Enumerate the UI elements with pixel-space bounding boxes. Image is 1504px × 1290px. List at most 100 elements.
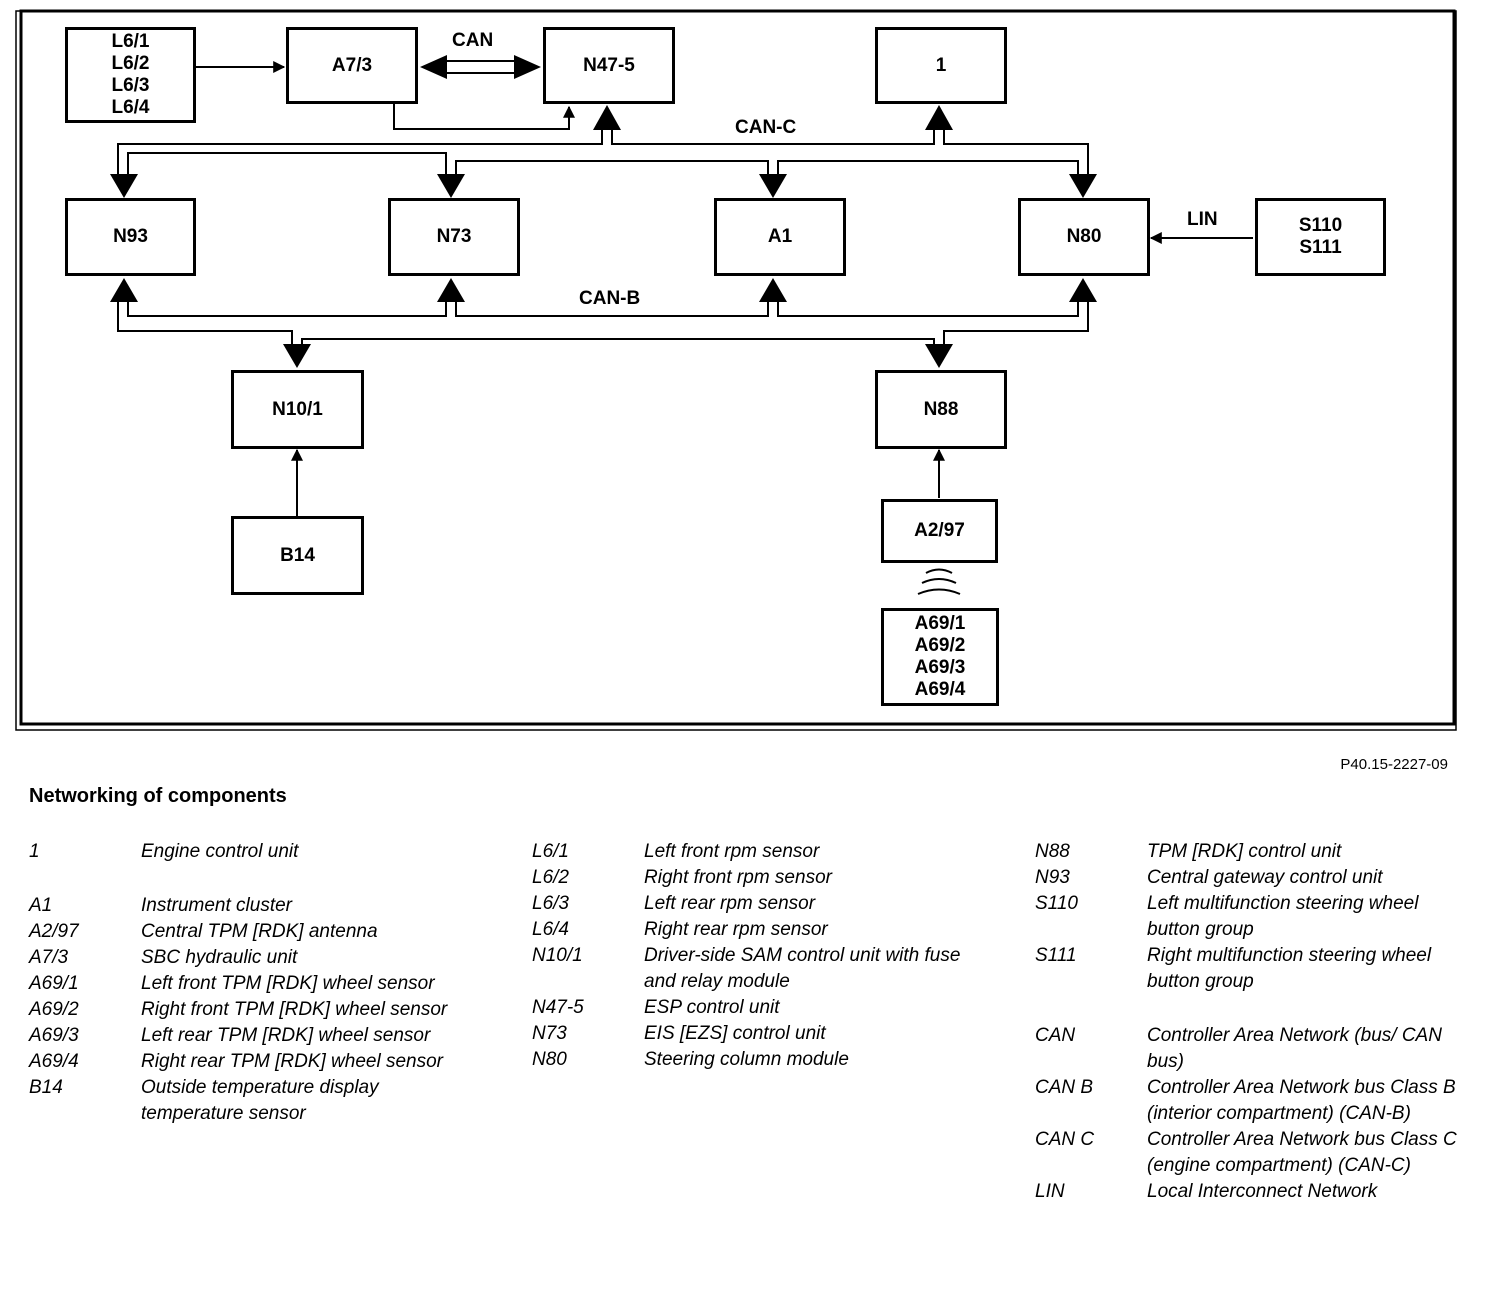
can-c-bus bbox=[117, 128, 1089, 176]
block-n88: N88 bbox=[875, 370, 1007, 449]
legend-item: LIN Local Interconnect Network bbox=[1035, 1179, 1475, 1205]
legend-code: S111 bbox=[1035, 945, 1077, 966]
legend-code: L6/1 bbox=[532, 841, 569, 862]
legend-code: A69/2 bbox=[29, 999, 79, 1020]
legend-desc: Controller Area Network (bus/ CAN bus) bbox=[1147, 1025, 1442, 1072]
lin-label: LIN bbox=[1187, 209, 1218, 230]
legend-item: A69/1 Left front TPM [RDK] wheel sensor bbox=[29, 971, 459, 997]
block-a7-3: A7/3 bbox=[286, 27, 418, 104]
legend-desc: Right multifunction steering wheel butto… bbox=[1147, 945, 1432, 992]
block-label: N47-5 bbox=[583, 54, 635, 76]
block-n47-5: N47-5 bbox=[543, 27, 675, 104]
block-label: A69/2 bbox=[914, 635, 966, 656]
legend-code: A2/97 bbox=[29, 921, 79, 942]
can-c-arrowheads bbox=[110, 105, 1097, 198]
legend-desc: Left front rpm sensor bbox=[644, 841, 820, 862]
block-label: S111 bbox=[1299, 237, 1342, 258]
can-b-arrowheads bbox=[110, 278, 1097, 368]
legend-item: L6/3 Left rear rpm sensor bbox=[532, 891, 962, 917]
block-label: N88 bbox=[923, 398, 959, 420]
block-label: N80 bbox=[1066, 226, 1102, 247]
block-n73: N73 bbox=[388, 198, 520, 276]
signal-lines bbox=[196, 61, 1253, 516]
legend-code: N80 bbox=[532, 1049, 567, 1070]
legend-item: L6/4 Right rear rpm sensor bbox=[532, 917, 962, 943]
legend-desc: Right rear TPM [RDK] wheel sensor bbox=[141, 1051, 443, 1072]
legend-desc: Left multifunction steering wheel button… bbox=[1147, 893, 1419, 940]
block-a1: A1 bbox=[714, 198, 846, 276]
block-s110-s111: S110 S111 bbox=[1255, 198, 1386, 276]
legend-title: Networking of components bbox=[29, 785, 287, 807]
legend-code: L6/2 bbox=[532, 867, 569, 888]
can-b-bus bbox=[117, 300, 1089, 346]
legend-desc: Steering column module bbox=[644, 1049, 849, 1070]
can-label: CAN bbox=[452, 30, 494, 51]
legend-desc: ESP control unit bbox=[644, 997, 780, 1018]
block-n80: N80 bbox=[1018, 198, 1150, 276]
legend-desc: Right front TPM [RDK] wheel sensor bbox=[141, 999, 448, 1020]
block-a2-97: A2/97 bbox=[881, 499, 998, 563]
legend-desc: Central TPM [RDK] antenna bbox=[141, 921, 378, 942]
can-link bbox=[420, 55, 541, 79]
block-label: L6/1 bbox=[111, 31, 150, 52]
legend-item: B14 Outside temperature display temperat… bbox=[29, 1075, 459, 1127]
legend-code: N73 bbox=[532, 1023, 567, 1044]
legend-code: L6/4 bbox=[532, 919, 569, 940]
legend-code: A69/1 bbox=[29, 973, 79, 994]
legend-item: N88 TPM [RDK] control unit bbox=[1035, 839, 1475, 865]
legend-item: A69/4 Right rear TPM [RDK] wheel sensor bbox=[29, 1049, 459, 1075]
legend-desc: Engine control unit bbox=[141, 841, 299, 862]
legend-desc: Instrument cluster bbox=[141, 895, 292, 916]
legend-column-3: N88 TPM [RDK] control unit N93 Central g… bbox=[1035, 839, 1475, 1205]
legend-item: A7/3 SBC hydraulic unit bbox=[29, 945, 459, 971]
legend-code: N93 bbox=[1035, 867, 1070, 888]
legend-code: LIN bbox=[1035, 1181, 1065, 1202]
can-c-label: CAN-C bbox=[735, 117, 797, 138]
block-label: L6/4 bbox=[111, 97, 150, 118]
legend-item: S111 Right multifunction steering wheel … bbox=[1035, 943, 1475, 995]
legend-item: A69/3 Left rear TPM [RDK] wheel sensor bbox=[29, 1023, 459, 1049]
legend-code: B14 bbox=[29, 1077, 63, 1098]
legend-desc: Driver-side SAM control unit with fuse a… bbox=[644, 945, 961, 992]
legend-desc: Right rear rpm sensor bbox=[644, 919, 828, 940]
legend-desc: SBC hydraulic unit bbox=[141, 947, 298, 968]
legend-code: A69/3 bbox=[29, 1025, 79, 1046]
legend-code: A69/4 bbox=[29, 1051, 79, 1072]
block-label: L6/2 bbox=[111, 53, 150, 74]
block-b14: B14 bbox=[231, 516, 364, 595]
block-label: A7/3 bbox=[331, 54, 373, 76]
legend-desc: Left rear rpm sensor bbox=[644, 893, 816, 914]
legend-column-2: L6/1 Left front rpm sensor L6/2 Right fr… bbox=[532, 839, 962, 1073]
block-engine-control-unit: 1 bbox=[875, 27, 1007, 104]
block-label: S110 bbox=[1298, 215, 1343, 236]
legend-code: S110 bbox=[1035, 893, 1078, 914]
legend-column-1: 1 Engine control unit A1 Instrument clus… bbox=[29, 839, 459, 1127]
block-label: 1 bbox=[935, 54, 947, 76]
legend-desc: EIS [EZS] control unit bbox=[644, 1023, 826, 1044]
legend-item: N80 Steering column module bbox=[532, 1047, 962, 1073]
block-l6-rpm-sensors: L6/1 L6/2 L6/3 L6/4 bbox=[65, 27, 196, 123]
legend-desc: Controller Area Network bus Class C (eng… bbox=[1147, 1129, 1457, 1176]
legend-code: CAN bbox=[1035, 1025, 1076, 1046]
legend-item: N73 EIS [EZS] control unit bbox=[532, 1021, 962, 1047]
legend-item: S110 Left multifunction steering wheel b… bbox=[1035, 891, 1475, 943]
block-n10-1: N10/1 bbox=[231, 370, 364, 449]
legend-item: A1 Instrument cluster bbox=[29, 893, 459, 919]
legend-desc: Controller Area Network bus Class B (int… bbox=[1147, 1077, 1456, 1124]
block-label: A69/4 bbox=[914, 679, 966, 700]
block-label: L6/3 bbox=[111, 75, 150, 96]
legend-code: N47-5 bbox=[532, 997, 584, 1018]
legend-code: A7/3 bbox=[29, 947, 69, 968]
block-label: A69/3 bbox=[914, 657, 966, 678]
block-a69-wheel-sensors: A69/1 A69/2 A69/3 A69/4 bbox=[881, 608, 999, 706]
legend-code: 1 bbox=[29, 841, 40, 862]
legend-item: N47-5 ESP control unit bbox=[532, 995, 962, 1021]
legend-item: L6/1 Left front rpm sensor bbox=[532, 839, 962, 865]
block-label: B14 bbox=[280, 544, 315, 566]
wireless-icon bbox=[917, 568, 961, 595]
block-label: N10/1 bbox=[272, 398, 323, 420]
block-label: A69/1 bbox=[914, 613, 966, 634]
figure-id: P40.15-2227-09 bbox=[1340, 756, 1448, 773]
block-label: N73 bbox=[436, 226, 472, 247]
legend-desc: Right front rpm sensor bbox=[644, 867, 832, 888]
